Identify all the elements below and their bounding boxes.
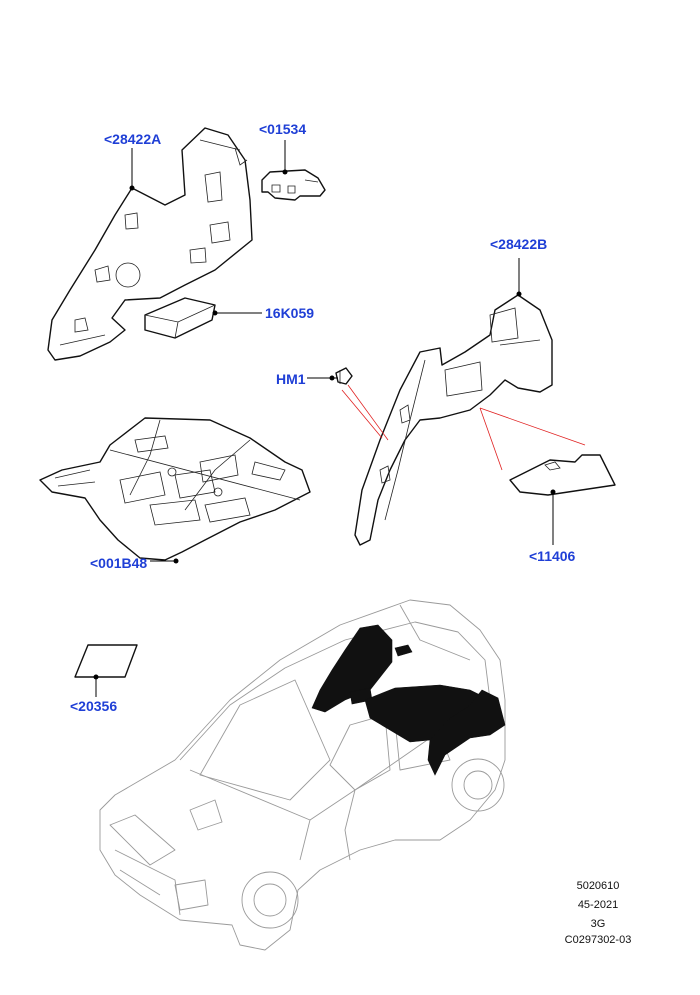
part-11406-pad[interactable]: [509, 454, 616, 496]
part-28422B-insulation[interactable]: [354, 294, 553, 546]
vehicle-highlight-parts: [311, 624, 506, 776]
leader-dot-20356: [93, 674, 99, 680]
leader-dot-01534: [282, 169, 288, 175]
explode-line-hm1-a: [347, 384, 389, 441]
part-01534-bracket[interactable]: [261, 169, 326, 201]
callout-01534[interactable]: <01534: [259, 121, 307, 137]
reference-illustration-id: C0297302-03: [564, 934, 632, 946]
leader-dot-001B48: [173, 558, 179, 564]
explode-line-11406-a: [479, 407, 503, 471]
callout-HM1[interactable]: HM1: [276, 371, 306, 387]
part-HM1-clip[interactable]: [335, 367, 353, 385]
part-20356-sheet[interactable]: [74, 644, 138, 678]
part-16K059-block[interactable]: [144, 297, 216, 339]
reference-number-1: 5020610: [576, 880, 620, 892]
callout-11406[interactable]: <11406: [529, 548, 576, 564]
leader-dot-28422A: [129, 185, 135, 191]
reference-date: 45-2021: [577, 899, 619, 911]
leader-dot-11406: [550, 489, 556, 495]
callout-001B48[interactable]: <001B48: [90, 555, 148, 571]
leader-dot-16K059: [212, 310, 218, 316]
callout-28422B[interactable]: <28422B: [490, 236, 548, 252]
callout-16K059[interactable]: 16K059: [265, 305, 315, 321]
part-001B48-floor-insulation[interactable]: [39, 417, 311, 561]
vehicle-outline: [99, 599, 506, 951]
leader-dot-HM1: [329, 375, 335, 381]
part-28422A-insulation[interactable]: [47, 127, 253, 361]
explode-line-11406-b: [479, 407, 586, 446]
callout-20356[interactable]: <20356: [70, 698, 118, 714]
reference-code: 3G: [590, 918, 606, 930]
callout-28422A[interactable]: <28422A: [104, 131, 162, 147]
explode-line-hm1-b: [341, 389, 383, 439]
leader-dot-28422B: [516, 291, 522, 297]
